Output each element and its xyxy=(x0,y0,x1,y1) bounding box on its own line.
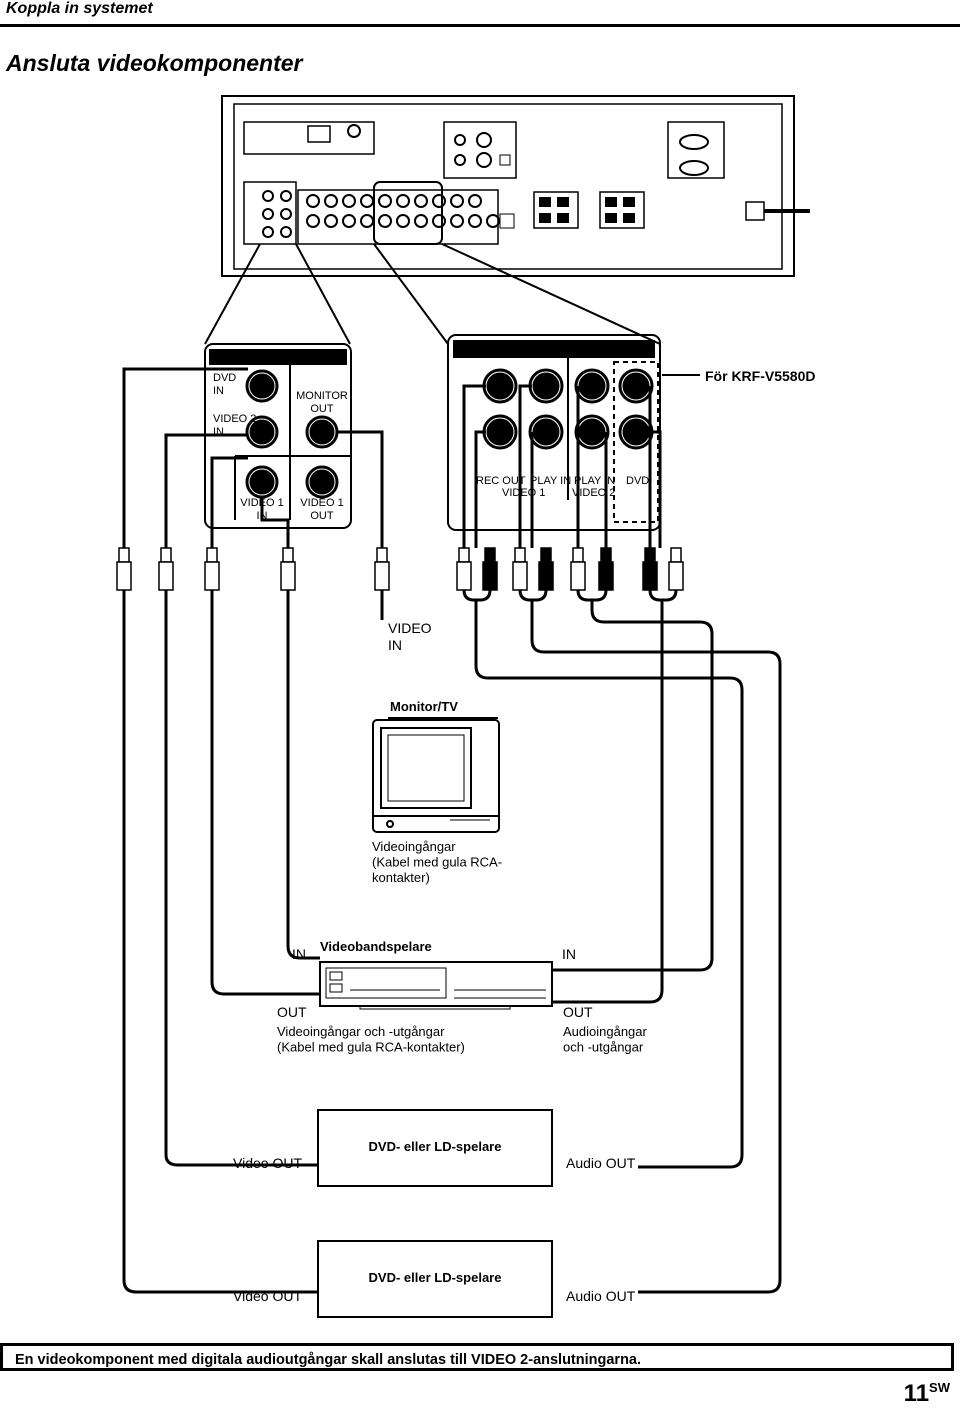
header-rule xyxy=(0,24,960,27)
label-play-in-1: PLAY IN xyxy=(530,475,571,487)
dvd-player-box-2 xyxy=(317,1240,553,1318)
dvd2-video-out: Video OUT xyxy=(233,1288,302,1304)
page-title: Ansluta videokomponenter xyxy=(6,50,303,76)
footer-note: En videokomponent med digitala audioutgå… xyxy=(0,1343,954,1371)
rca-plugs xyxy=(116,547,684,591)
monitor-caption: Videoingångar(Kabel med gula RCA-kontakt… xyxy=(372,839,502,885)
dvd1-video-out: Video OUT xyxy=(233,1155,302,1171)
dvd-player-box-1 xyxy=(317,1109,553,1187)
page-suffix: SW xyxy=(929,1380,950,1395)
page-number: 11SW xyxy=(904,1380,950,1408)
page-number-value: 11 xyxy=(903,1380,930,1407)
label-video1: VIDEO 1 xyxy=(502,487,545,499)
vcr-title: Videobandspelare xyxy=(320,939,432,954)
dvd1-audio-out: Audio OUT xyxy=(566,1155,636,1171)
vcr-out-left: OUT xyxy=(277,1004,307,1020)
label-rec-out: REC OUT xyxy=(476,475,526,487)
monitor-tv-illustration xyxy=(372,717,500,833)
label-video2: VIDEO 2 xyxy=(572,487,615,499)
jacks-right xyxy=(482,368,654,450)
vcr-illustration xyxy=(319,961,553,1010)
vcr-in-left: IN xyxy=(292,946,306,962)
model-note: För KRF-V5580D xyxy=(705,368,815,384)
label-dvd: DVD xyxy=(626,475,649,487)
vcr-caption-left: Videoingångar och -utgångar(Kabel med gu… xyxy=(277,1024,465,1055)
dvd2-title: DVD- eller LD-spelare xyxy=(369,1270,502,1285)
vcr-out-right: OUT xyxy=(563,1004,593,1020)
vcr-in-right: IN xyxy=(562,946,576,962)
speaker-terminal-marks xyxy=(539,197,635,223)
dvd1-title: DVD- eller LD-spelare xyxy=(369,1139,502,1154)
zoom-lines xyxy=(204,243,661,345)
receiver-rear-panel xyxy=(221,95,810,277)
label-play-in-2: PLAY IN xyxy=(574,475,615,487)
cables xyxy=(122,367,782,1294)
section-header: Koppla in systemet xyxy=(6,0,153,17)
dvd2-audio-out: Audio OUT xyxy=(566,1288,636,1304)
monitor-title: Monitor/TV xyxy=(390,699,458,714)
